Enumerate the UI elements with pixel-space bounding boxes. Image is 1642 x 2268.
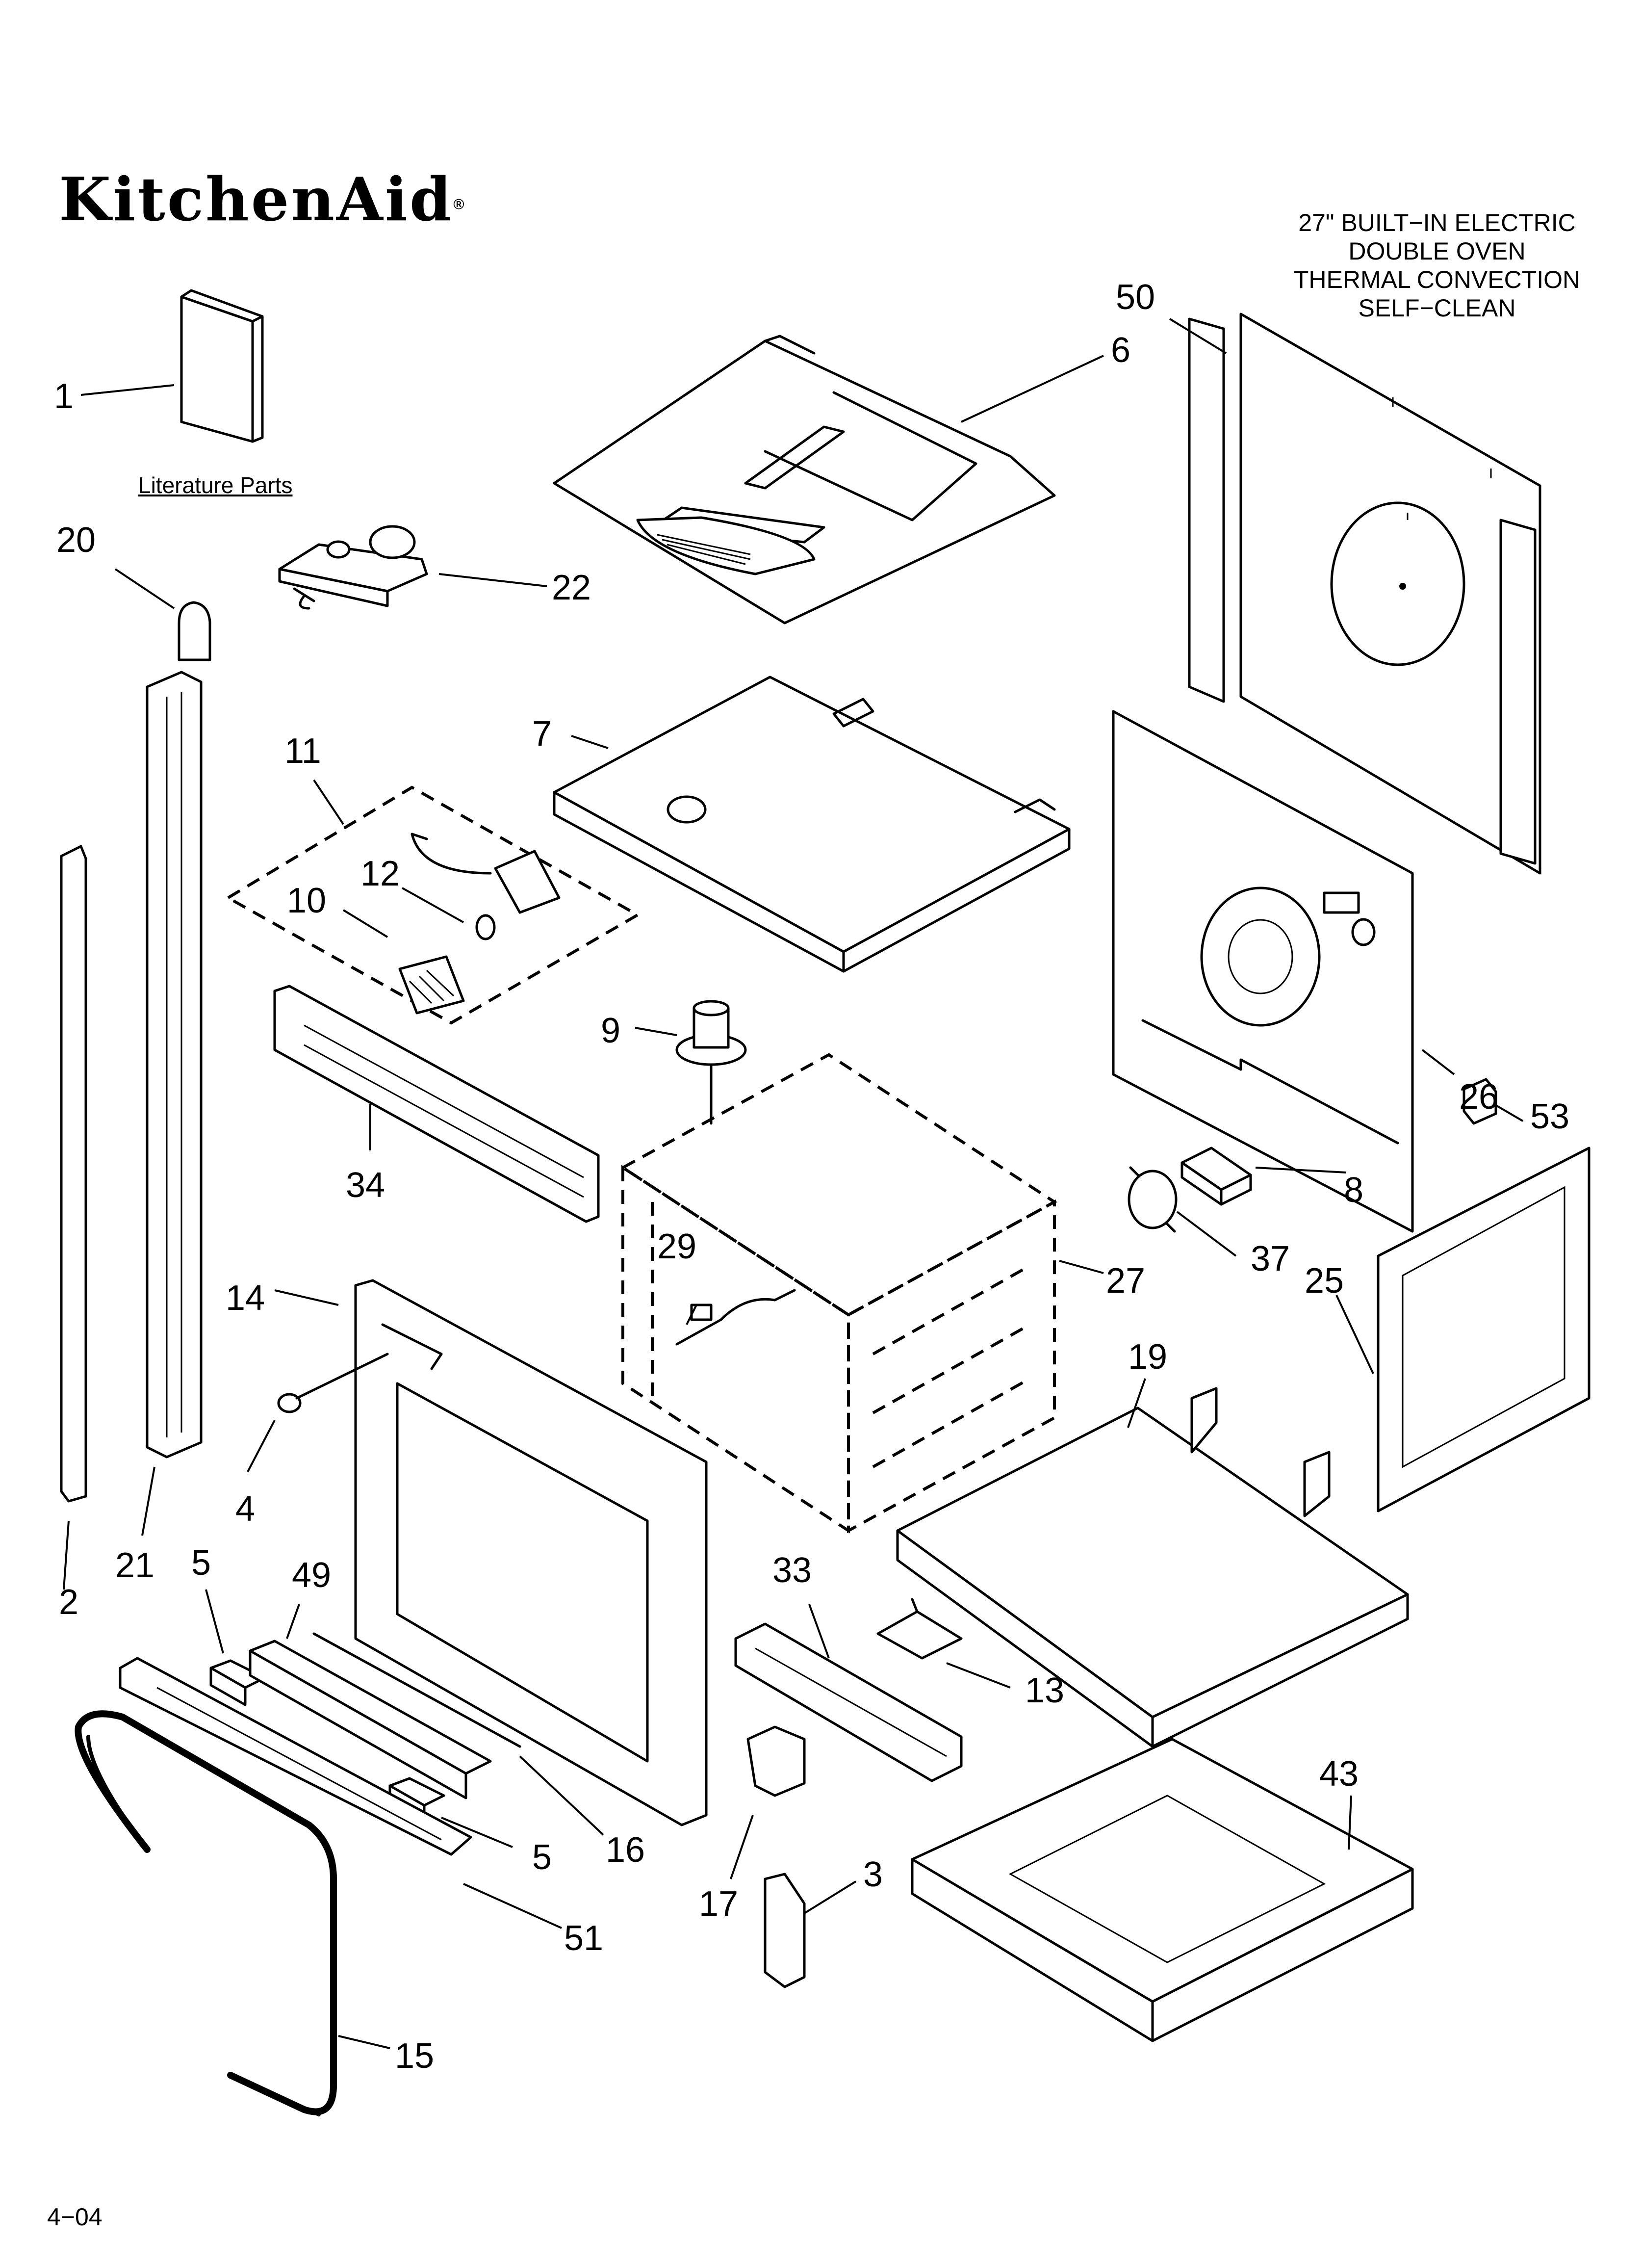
part-25-front-frame: [1377, 1147, 1591, 1512]
model-line-3: THERMAL CONVECTION: [1293, 266, 1581, 293]
brand-logo: KitchenAid®: [59, 169, 466, 229]
callout-2: 2: [59, 1583, 78, 1622]
callout-1: 1: [54, 377, 74, 416]
callout-5-upper: 5: [191, 1543, 211, 1583]
part-19-lower-panel: [896, 1387, 1409, 1748]
callout-19: 19: [1128, 1337, 1167, 1377]
model-description: 27" BUILT−IN ELECTRIC DOUBLE OVEN THERMA…: [1226, 209, 1642, 322]
callout-13: 13: [1025, 1671, 1064, 1710]
part-34-vent-grille: [273, 985, 600, 1223]
callout-29: 29: [657, 1227, 696, 1266]
part-37-thermostat: [1128, 1166, 1178, 1233]
part-49-insulation-strip: [249, 1640, 492, 1799]
part-17-bracket: [746, 1725, 806, 1797]
part-15-door-gasket: [75, 1710, 337, 2116]
callout-34: 34: [346, 1166, 385, 1205]
callout-8: 8: [1344, 1171, 1363, 1210]
part-3-hinge-bracket: [764, 1873, 806, 1988]
callout-6: 6: [1111, 331, 1130, 370]
model-line-4: SELF−CLEAN: [1358, 294, 1516, 322]
callout-10: 10: [287, 881, 326, 920]
callout-17: 17: [699, 1884, 738, 1924]
callout-27: 27: [1106, 1261, 1145, 1301]
callout-15: 15: [395, 2036, 434, 2076]
callout-20: 20: [56, 521, 96, 560]
model-line-1: 27" BUILT−IN ELECTRIC: [1298, 209, 1576, 236]
callout-7: 7: [532, 714, 552, 754]
part-53-bracket: [1462, 1078, 1497, 1125]
leader-lines: [63, 318, 1524, 2049]
part-21-side-trim: [146, 671, 203, 1459]
callout-16: 16: [606, 1830, 645, 1870]
callout-14: 14: [226, 1278, 265, 1318]
callout-9: 9: [601, 1011, 620, 1050]
part-16-gasket-strip: [312, 1632, 521, 1748]
part-4-screw: [277, 1353, 389, 1413]
callout-11: 11: [284, 731, 321, 771]
callout-3: 3: [863, 1855, 883, 1894]
part-14-face-frame: [354, 1279, 708, 1826]
part-51-lower-trim: [119, 1657, 472, 1856]
part-2-left-trim: [60, 845, 87, 1503]
part-43-base-tray: [911, 1738, 1414, 2042]
callout-12: 12: [360, 854, 400, 893]
part-11-light-kit: [225, 785, 641, 1025]
callout-51: 51: [564, 1919, 603, 1958]
callout-50: 50: [1116, 278, 1155, 317]
callout-43: 43: [1319, 1754, 1359, 1794]
callout-26: 26: [1459, 1077, 1498, 1117]
callout-25: 25: [1305, 1261, 1344, 1301]
part-33-rail: [734, 1622, 963, 1782]
callout-4: 4: [235, 1489, 255, 1529]
part-26-convection-panel: [1112, 710, 1414, 1233]
part-22-switch-assembly: [278, 525, 428, 610]
part-9-thermal-fuse: [675, 1000, 747, 1125]
callout-49: 49: [292, 1556, 331, 1595]
brand-name: KitchenAid: [59, 164, 454, 235]
part-6-duct-cover: [553, 335, 1056, 625]
callout-5-lower: 5: [532, 1838, 552, 1877]
part-13-clip: [876, 1598, 963, 1660]
callout-53: 53: [1530, 1097, 1569, 1136]
literature-parts-label: Literature Parts: [138, 472, 293, 498]
callout-21: 21: [115, 1546, 154, 1585]
callout-33: 33: [772, 1551, 812, 1590]
part-29-sensor: [675, 1289, 796, 1346]
part-50-rear-panel: [1188, 313, 1541, 875]
callout-22: 22: [552, 568, 591, 607]
part-1-literature: [180, 289, 264, 443]
callout-37: 37: [1251, 1239, 1290, 1278]
part-27-oven-cavity: [620, 1053, 1057, 1534]
part-20-cap: [178, 601, 211, 661]
page-code: 4−04: [47, 2203, 103, 2231]
part-8-block: [1180, 1147, 1252, 1206]
registered-mark: ®: [453, 196, 466, 213]
part-7-top-panel: [553, 676, 1071, 973]
model-line-2: DOUBLE OVEN: [1348, 237, 1526, 265]
